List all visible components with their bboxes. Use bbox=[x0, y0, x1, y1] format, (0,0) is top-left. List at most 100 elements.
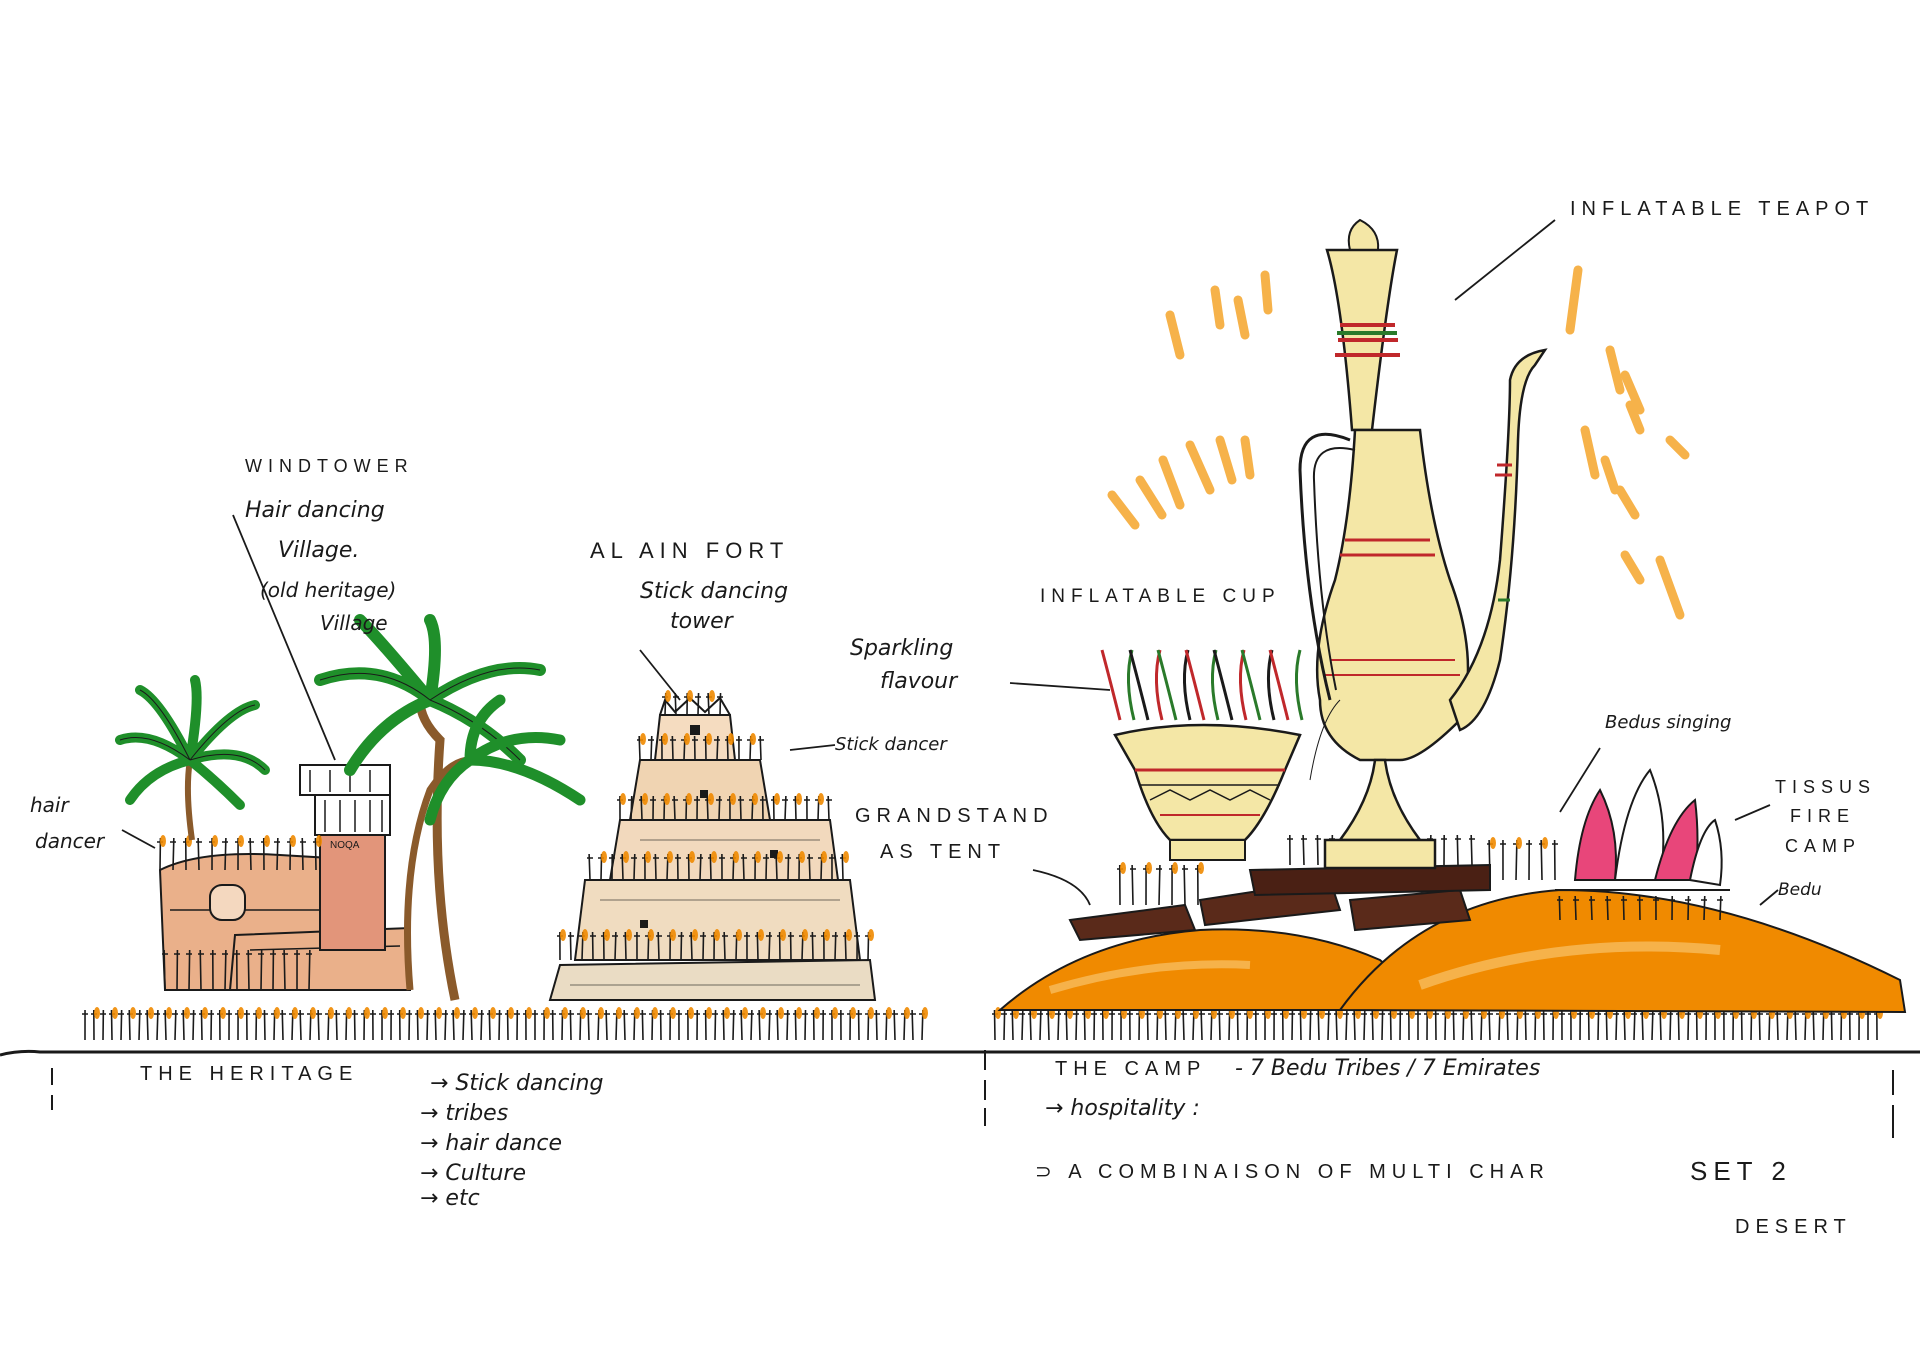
figure-stroke bbox=[1289, 1009, 1295, 1041]
al-ain-fort-line-3: tower bbox=[670, 609, 735, 634]
figure-highlight bbox=[824, 929, 830, 941]
figure-highlight bbox=[652, 1007, 658, 1019]
tissus-fire-camp bbox=[1555, 768, 1730, 891]
figure-stroke bbox=[162, 949, 168, 991]
sand-dune-left bbox=[997, 928, 1401, 1011]
figure-stroke bbox=[460, 1009, 466, 1041]
figure-highlight bbox=[212, 835, 218, 847]
figure-highlight bbox=[832, 1007, 838, 1019]
figure-stroke bbox=[892, 1009, 898, 1041]
figure-highlight bbox=[665, 690, 671, 702]
figure-stroke bbox=[788, 931, 794, 961]
figure-highlight bbox=[626, 929, 632, 941]
figure-stroke bbox=[1441, 834, 1447, 866]
figure-highlight bbox=[544, 1007, 550, 1019]
figure-stroke bbox=[174, 949, 180, 991]
figure-stroke bbox=[719, 853, 725, 881]
sparkling-line-2: flavour bbox=[880, 669, 959, 694]
figure-stroke bbox=[820, 1009, 826, 1041]
figure-stroke bbox=[370, 1009, 376, 1041]
figure-highlight bbox=[316, 835, 322, 847]
figure-stroke bbox=[697, 853, 703, 881]
figure-stroke bbox=[170, 837, 176, 871]
figure-stroke bbox=[568, 931, 574, 961]
figure-stroke bbox=[1500, 839, 1506, 881]
ground-line bbox=[0, 1049, 1920, 1057]
figure-stroke bbox=[1307, 1009, 1313, 1041]
hair-dancer-line-2: dancer bbox=[35, 829, 106, 853]
inflatable-cup bbox=[1100, 649, 1304, 861]
heritage-item-5: → etc bbox=[420, 1186, 480, 1211]
tissus-line-1: TISSUS bbox=[1775, 777, 1876, 797]
figure-stroke bbox=[763, 853, 769, 881]
windtower-line-2: Hair dancing bbox=[245, 498, 385, 523]
figure-stroke bbox=[186, 949, 192, 991]
figure-highlight bbox=[814, 1007, 820, 1019]
figure-highlight bbox=[714, 929, 720, 941]
figure-stroke bbox=[1253, 1009, 1259, 1041]
figure-stroke bbox=[854, 931, 860, 961]
figure-stroke bbox=[1577, 1009, 1583, 1041]
figure-stroke bbox=[1505, 1009, 1511, 1041]
glow-stroke bbox=[1565, 265, 1583, 335]
figure-stroke bbox=[1109, 1009, 1115, 1041]
figure-stroke bbox=[226, 1009, 232, 1041]
leader-lines bbox=[121, 219, 1779, 906]
figure-stroke bbox=[1397, 1009, 1403, 1041]
figure-stroke bbox=[634, 931, 640, 961]
figure-highlight bbox=[692, 929, 698, 941]
palm-tree-left bbox=[115, 675, 270, 841]
figure-highlight bbox=[780, 929, 786, 941]
figure-highlight bbox=[752, 793, 758, 805]
figure-stroke bbox=[829, 853, 835, 881]
figure-highlight bbox=[667, 851, 673, 863]
figure-stroke bbox=[154, 1009, 160, 1041]
figure-highlight bbox=[508, 1007, 514, 1019]
figure-highlight bbox=[292, 1007, 298, 1019]
figure-stroke bbox=[804, 795, 810, 821]
inflatable-cup-label: INFLATABLE CUP bbox=[1040, 586, 1281, 607]
figure-highlight bbox=[238, 1007, 244, 1019]
figure-highlight bbox=[238, 835, 244, 847]
figure-stroke bbox=[838, 1009, 844, 1041]
heritage-section: THE HERITAGE → Stick dancing → tribes → … bbox=[140, 1063, 604, 1211]
glow-stroke bbox=[1615, 485, 1640, 520]
figure-stroke bbox=[650, 795, 656, 821]
figure-highlight bbox=[1198, 862, 1204, 874]
figure-highlight bbox=[580, 1007, 586, 1019]
figure-stroke bbox=[590, 931, 596, 961]
figure-highlight bbox=[642, 793, 648, 805]
figure-stroke bbox=[604, 1009, 610, 1041]
glow-stroke bbox=[1665, 435, 1690, 460]
camp-combination: ⊃ A COMBINAISON OF MULTI CHAR bbox=[1035, 1161, 1550, 1183]
figure-stroke bbox=[653, 853, 659, 881]
sparkling-flavour-annotation: Sparkling flavour bbox=[850, 636, 959, 694]
figure-highlight bbox=[1490, 837, 1496, 849]
figure-stroke bbox=[1343, 1009, 1349, 1041]
sparkling-line-1: Sparkling bbox=[850, 636, 953, 661]
inflatable-teapot-label: INFLATABLE TEAPOT bbox=[1570, 198, 1874, 220]
figure-highlight bbox=[582, 929, 588, 941]
figure-highlight bbox=[758, 929, 764, 941]
figure-stroke bbox=[1865, 1009, 1871, 1041]
figure-highlight bbox=[799, 851, 805, 863]
figure-stroke bbox=[1181, 1009, 1187, 1041]
figure-stroke bbox=[1091, 1009, 1097, 1041]
grandstand-tents bbox=[1068, 863, 1491, 942]
figure-highlight bbox=[526, 1007, 532, 1019]
figure-stroke bbox=[826, 795, 832, 821]
figure-highlight bbox=[264, 835, 270, 847]
figure-stroke bbox=[1589, 895, 1595, 921]
figure-highlight bbox=[202, 1007, 208, 1019]
figure-stroke bbox=[532, 1009, 538, 1041]
figure-stroke bbox=[1037, 1009, 1043, 1041]
glow-stroke bbox=[1600, 455, 1620, 495]
figure-stroke bbox=[717, 692, 723, 716]
heritage-village: NOQA bbox=[157, 764, 411, 991]
figure-stroke bbox=[1649, 1009, 1655, 1041]
figure-highlight bbox=[640, 733, 646, 745]
sprig bbox=[1128, 649, 1150, 721]
figure-stroke bbox=[1073, 1009, 1079, 1041]
figure-stroke bbox=[1127, 1009, 1133, 1041]
figure-stroke bbox=[406, 1009, 412, 1041]
